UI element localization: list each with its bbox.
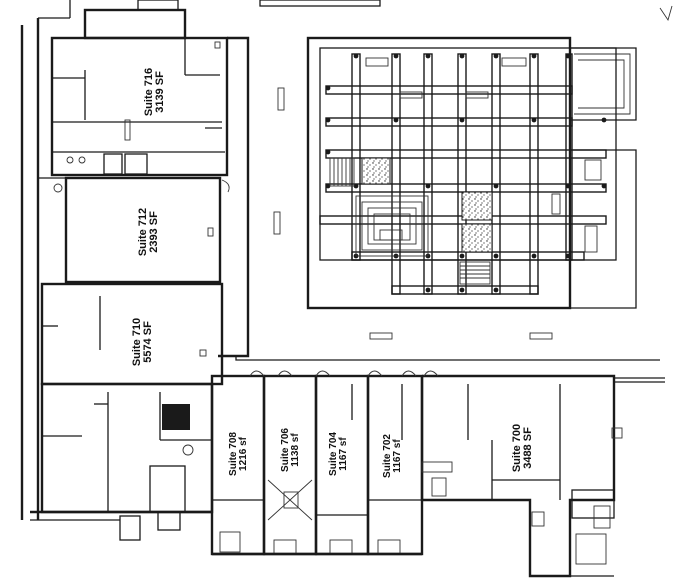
door: [611, 427, 623, 439]
door-swing: [367, 370, 383, 377]
stair-top: [137, 0, 179, 11]
north-arrow: [659, 5, 673, 22]
restroom: [329, 539, 353, 555]
cross-corridor: [267, 479, 313, 521]
restroom: [103, 153, 123, 175]
restroom-block: [119, 515, 141, 541]
restroom: [575, 533, 607, 565]
fixture: [66, 156, 74, 164]
suite-712-outline: [64, 176, 222, 284]
suite-706-label: Suite 7061138 sf: [280, 428, 301, 472]
bench: [551, 193, 561, 215]
suite-712-label: Suite 7122393 SF: [137, 208, 160, 256]
bench: [365, 57, 389, 67]
corridor-wall: [218, 36, 250, 358]
restroom: [124, 153, 148, 175]
door: [199, 349, 207, 357]
bench: [399, 91, 423, 99]
suite-labels: Suite 7163139 SF Suite 7122393 SF Suite …: [131, 68, 534, 478]
pergola-beam: [325, 149, 607, 159]
planter: [369, 332, 393, 340]
suite-700-label: Suite 7003488 SF: [511, 424, 534, 472]
restroom: [377, 539, 401, 555]
door: [207, 227, 214, 237]
planter-speckled: [461, 191, 493, 221]
door-swing: [221, 179, 230, 193]
pergola-beam: [391, 285, 539, 295]
counter: [421, 461, 453, 473]
suite-700-outline: [420, 374, 616, 578]
restroom-block: [571, 489, 615, 519]
suite-716-label: Suite 7163139 SF: [143, 68, 166, 116]
suite-704-label: Suite 7041167 sf: [328, 432, 349, 476]
bench: [501, 57, 527, 67]
east-lawn: [570, 149, 637, 309]
restroom: [593, 505, 611, 529]
fixture: [78, 156, 86, 164]
door-swing: [214, 41, 221, 49]
courtyard-pergola: [306, 36, 637, 310]
stair-hatch: [162, 404, 190, 430]
door-swing: [423, 370, 439, 377]
planter: [529, 332, 553, 340]
door: [124, 119, 131, 141]
door-swing: [249, 370, 265, 377]
planter: [277, 87, 285, 111]
steps: [329, 157, 491, 285]
fixture: [53, 183, 63, 193]
east-deck: [570, 47, 637, 121]
door-swing: [277, 370, 293, 377]
restroom-block: [149, 465, 186, 513]
planter-speckled: [361, 157, 391, 185]
lower-cluster-outline: [40, 382, 214, 514]
suite-716-outline: [50, 36, 229, 177]
pergola-beam: [325, 85, 573, 95]
top-entry-block: [83, 8, 187, 40]
fixture: [182, 444, 194, 456]
east-deck-step-2: [578, 59, 625, 109]
bench: [465, 91, 489, 99]
closet: [157, 511, 181, 531]
pergola-posts: [325, 53, 607, 293]
pergola-frame: [319, 47, 617, 261]
door-swing: [401, 370, 417, 377]
door-swing: [315, 370, 331, 377]
south-wing: [210, 370, 623, 578]
restroom: [219, 531, 241, 553]
bench: [584, 225, 598, 253]
stair: [531, 511, 545, 527]
north-bar: [259, 0, 381, 7]
suite-710-label: Suite 7105574 SF: [131, 318, 154, 366]
courtyard-boundary: [218, 0, 673, 383]
bench: [584, 159, 602, 181]
pergola-beam: [325, 117, 573, 127]
west-wing: [20, 0, 230, 541]
suite-708-label: Suite 7081216 sf: [228, 432, 249, 476]
closet: [283, 491, 299, 509]
planter: [273, 211, 281, 235]
closet: [431, 477, 447, 497]
restroom: [273, 539, 297, 555]
south-edge: [235, 356, 660, 361]
east-deck-step: [574, 53, 631, 115]
suite-702-label: Suite 7021167 sf: [382, 434, 403, 478]
courtyard-outline: [306, 36, 572, 310]
planter-speckled: [461, 223, 493, 253]
water-feature: [355, 195, 429, 257]
